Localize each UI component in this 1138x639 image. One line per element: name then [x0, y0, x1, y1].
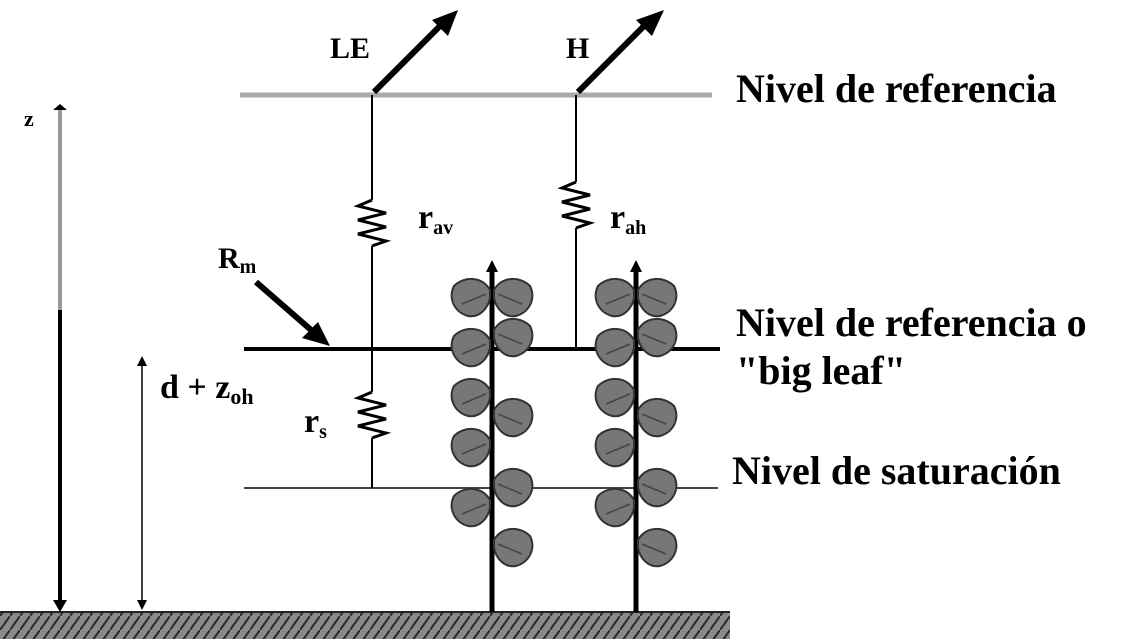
height-arrow [137, 356, 147, 610]
le-flux-arrow [371, 10, 458, 95]
r-av-label: rav [418, 199, 453, 239]
z-axis-arrow [53, 104, 67, 612]
big-leaf-level-label-line2: "big leaf" [736, 348, 906, 393]
ground-soil [0, 612, 730, 639]
plant-left [450, 260, 534, 612]
r-s-label: rs [304, 403, 327, 443]
r-av-resistor-branch [353, 95, 392, 349]
le-label: LE [330, 32, 370, 65]
plant-right [594, 260, 678, 612]
r-ah-label: rah [610, 199, 646, 239]
r-ah-resistor-branch [557, 95, 596, 349]
z-label: z [24, 106, 34, 131]
saturation-level-label: Nivel de saturación [732, 448, 1061, 493]
reference-level-label: Nivel de referencia [736, 66, 1057, 111]
r-s-resistor-branch [353, 349, 392, 488]
big-leaf-level-label-line1: Nivel de referencia o [736, 300, 1087, 345]
h-label: H [566, 32, 589, 65]
h-flux-arrow [575, 10, 664, 95]
rm-radiation-arrow [254, 279, 330, 346]
height-label: d + zoh [160, 369, 254, 409]
rm-label: Rm [218, 242, 257, 278]
